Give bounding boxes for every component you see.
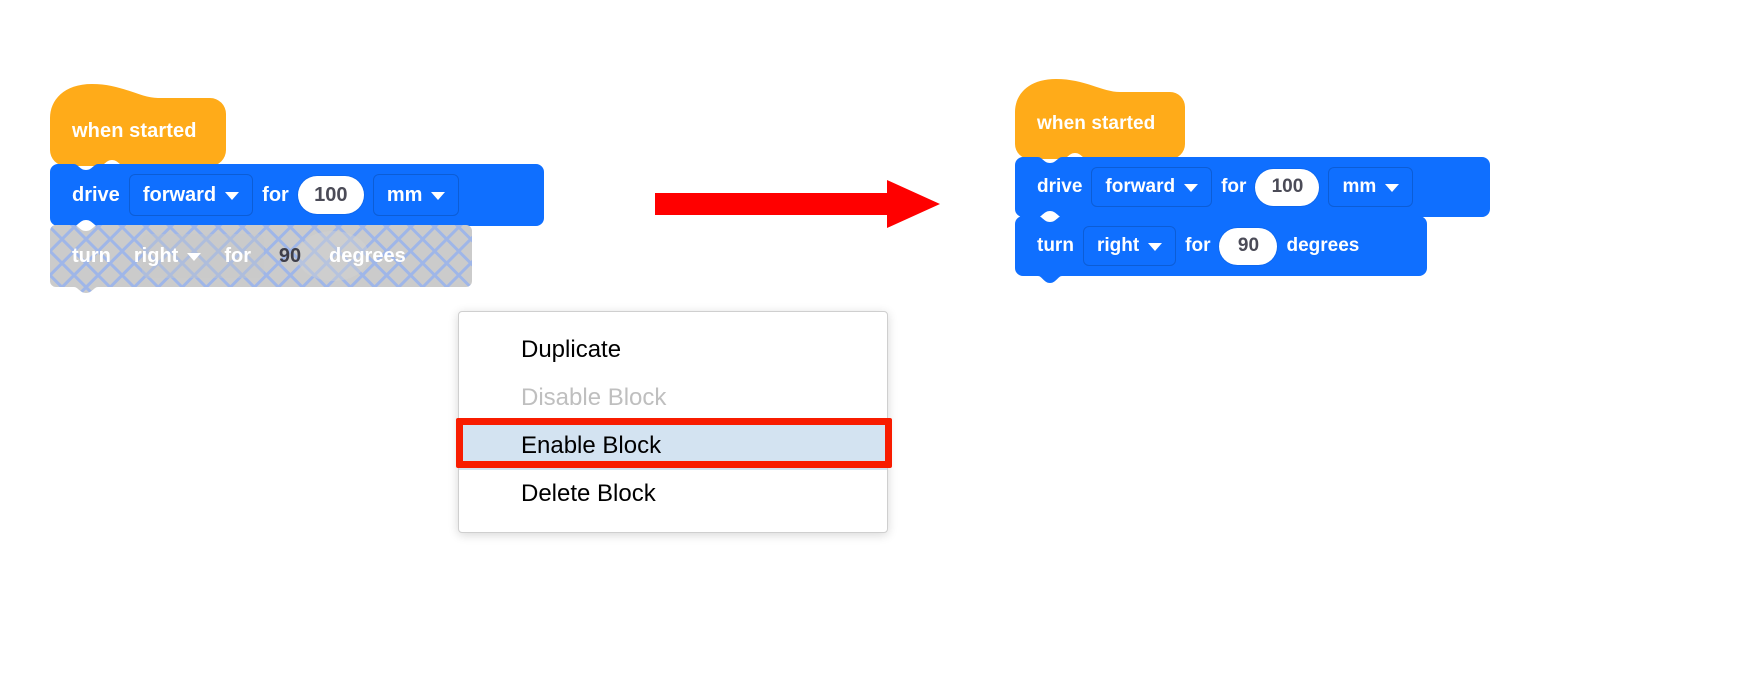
command-block-shape xyxy=(1015,157,1490,217)
drive-verb-label: drive xyxy=(1037,176,1083,197)
turn-amount-input[interactable]: 90 xyxy=(278,244,302,267)
chevron-down-icon xyxy=(1385,184,1400,192)
context-menu-item-disable-block: Disable Block xyxy=(459,374,887,422)
hat-block-shape xyxy=(50,84,226,166)
before-block-stack: when started drive forward for 100 mm xyxy=(50,82,544,293)
turn-preposition-label: for xyxy=(224,244,251,267)
turn-unit-label: degrees xyxy=(329,244,406,267)
drive-direction-value: forward xyxy=(142,183,217,206)
command-block-shape xyxy=(50,164,544,226)
context-menu-item-label: Duplicate xyxy=(521,336,622,363)
context-menu-item-enable-block[interactable]: Enable Block xyxy=(459,422,887,470)
chevron-down-icon xyxy=(431,192,446,200)
turn-unit-label: degrees xyxy=(1286,235,1360,256)
drive-unit-dropdown[interactable]: mm xyxy=(372,174,460,216)
after-block-stack: when started drive forward for 100 mm xyxy=(1015,77,1490,283)
chevron-down-icon xyxy=(187,253,202,261)
block-context-menu[interactable]: Duplicate Disable Block Enable Block Del… xyxy=(458,311,888,533)
turn-direction-value: right xyxy=(1096,235,1140,256)
drive-unit-value: mm xyxy=(386,183,423,206)
turn-amount-input[interactable]: 90 xyxy=(1219,227,1278,265)
drive-direction-dropdown[interactable]: forward xyxy=(128,174,254,216)
turn-preposition-label: for xyxy=(1185,235,1211,256)
hat-block-label: when started xyxy=(1037,113,1156,134)
turn-block-row-after: turn right for 90 degrees xyxy=(1015,216,1427,276)
when-started-hat-block-after[interactable]: when started xyxy=(1015,77,1185,159)
drive-amount-input[interactable]: 100 xyxy=(1255,168,1320,206)
transition-arrow xyxy=(655,180,940,247)
turn-direction-dropdown[interactable]: right xyxy=(1082,226,1177,266)
chevron-down-icon xyxy=(1184,184,1199,192)
chevron-down-icon xyxy=(225,192,240,200)
when-started-hat-block-before[interactable]: when started xyxy=(50,82,226,166)
drive-preposition-label: for xyxy=(262,183,289,206)
drive-direction-value: forward xyxy=(1105,176,1176,197)
drive-block-row: drive forward for 100 mm xyxy=(1015,157,1490,217)
turn-direction-dropdown[interactable]: right xyxy=(120,235,215,277)
drive-block-before[interactable]: drive forward for 100 mm xyxy=(50,164,544,226)
turn-verb-label: turn xyxy=(72,244,111,267)
turn-direction-value: right xyxy=(133,244,179,267)
turn-block-before-disabled[interactable]: turn right for 90 degrees xyxy=(50,225,472,293)
turn-block-row-before: turn right for 90 degrees xyxy=(50,225,472,287)
turn-verb-label: turn xyxy=(1037,235,1074,256)
turn-block-after-enabled[interactable]: turn right for 90 degrees xyxy=(1015,216,1427,283)
context-menu-item-duplicate[interactable]: Duplicate xyxy=(459,326,887,374)
context-menu-item-label: Disable Block xyxy=(521,384,667,411)
context-menu-item-label: Enable Block xyxy=(521,432,662,459)
right-arrow-icon xyxy=(655,180,940,228)
context-menu-item-delete-block[interactable]: Delete Block xyxy=(459,470,887,518)
drive-block-row: drive forward for 100 mm xyxy=(50,164,544,226)
hat-block-label: when started xyxy=(72,119,197,142)
chevron-down-icon xyxy=(1148,243,1163,251)
drive-unit-value: mm xyxy=(1342,176,1377,197)
drive-direction-dropdown[interactable]: forward xyxy=(1091,167,1213,207)
drive-preposition-label: for xyxy=(1221,176,1247,197)
drive-verb-label: drive xyxy=(72,183,120,206)
hat-block-shape xyxy=(1015,79,1185,159)
drive-unit-dropdown[interactable]: mm xyxy=(1328,167,1414,207)
drive-amount-input[interactable]: 100 xyxy=(297,176,364,214)
context-menu-item-label: Delete Block xyxy=(521,480,656,507)
drive-block-after[interactable]: drive forward for 100 mm xyxy=(1015,157,1490,217)
command-block-shape-disabled xyxy=(50,225,472,293)
